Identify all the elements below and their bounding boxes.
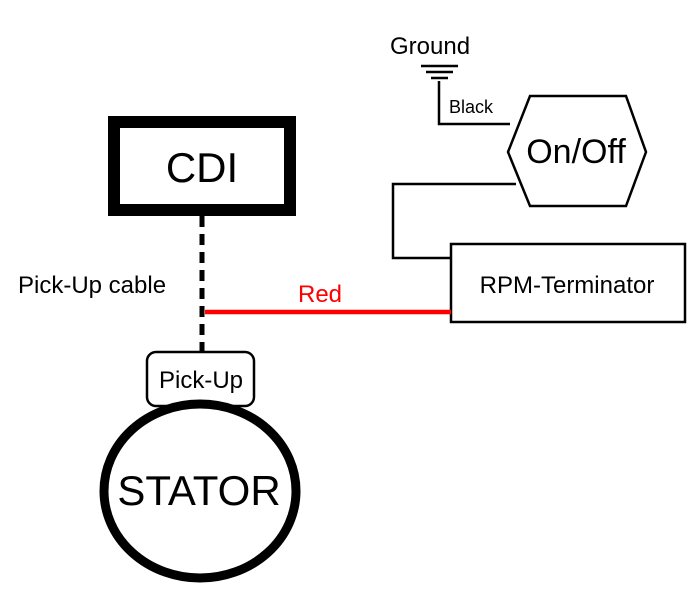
stator-label: STATOR [117,467,280,514]
rpm-terminator-box [449,242,687,324]
stator-circle [99,399,301,583]
on-off-label: On/Off [526,133,626,171]
on-off-switch [506,94,648,208]
cdi-label: CDI [166,144,238,191]
rpm-terminator-label: RPM-Terminator [480,272,655,299]
red-wire-label: Red [298,281,342,308]
ground-symbol [421,64,458,80]
cdi-box [108,116,296,216]
pick-up-cable-label: Pick-Up cable [18,272,166,299]
black-wire [437,81,510,126]
ground-label: Ground [390,33,470,60]
switch-wire [391,182,516,260]
pick-up-label: Pick-Up [159,367,243,394]
black-wire-label: Black [449,97,494,117]
